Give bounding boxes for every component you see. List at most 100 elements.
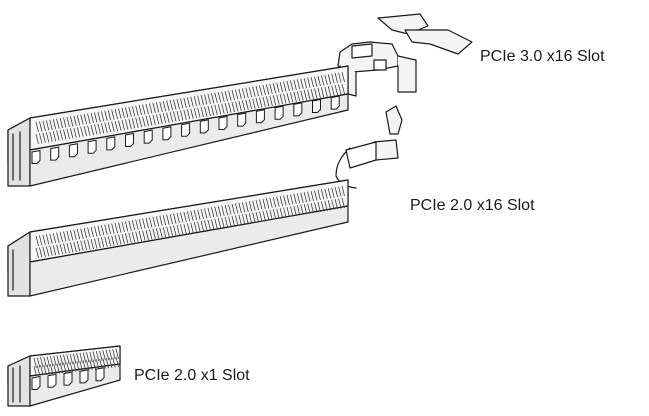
- pcie3-x16-contact: [159, 113, 163, 124]
- pcie3-x16-contact: [248, 99, 253, 110]
- pcie3-x16-contact: [83, 114, 88, 125]
- pcie2-x16-contact: [180, 224, 184, 235]
- pcie2-x16-contact: [49, 245, 53, 256]
- pcie3-x16-contact: [142, 116, 146, 127]
- pcie3-x16-contact: [87, 113, 91, 124]
- pcie2-x16-contact: [262, 210, 266, 222]
- pcie3-x16-contact: [111, 109, 115, 120]
- pcie3-x16-contact: [111, 121, 115, 132]
- pcie2-x16-contact: [142, 218, 146, 229]
- pcie3-x16-contact: [338, 84, 342, 95]
- pcie2-x16-contact: [94, 238, 98, 249]
- pcie3-x16-contact: [290, 92, 294, 103]
- pcie2-x1-contact: [43, 364, 47, 376]
- pcie2-x16-contact: [314, 202, 318, 213]
- pcie3-x16-contact: [104, 122, 108, 133]
- pcie3-x16-contact: [131, 106, 136, 117]
- pcie2-x16-contact: [324, 188, 328, 199]
- pcie2-x16-contact: [248, 213, 253, 224]
- pcie2-x16-contact: [159, 215, 163, 226]
- pcie2-x16-contact: [173, 213, 177, 224]
- pcie2-x16-contact: [300, 192, 304, 203]
- pcie2-x16-contact: [149, 229, 153, 240]
- pcie2-x16-contact: [317, 201, 321, 213]
- pcie2-x16-contact: [214, 206, 218, 217]
- pcie2-x16-contact: [128, 232, 132, 243]
- pcie3-x16-pin-block: [87, 139, 97, 154]
- pcie2-x16-contact: [190, 222, 194, 233]
- pcie3-x16-contact: [338, 72, 342, 83]
- pcie2-x16-contact: [42, 234, 46, 245]
- pcie2-x1-contact: [66, 362, 70, 373]
- pcie2-x16-contact: [111, 223, 115, 234]
- pcie2-x16-contact: [265, 198, 270, 209]
- pcie2-x1-contact: [33, 365, 37, 377]
- pcie2-x1-contact: [92, 359, 96, 370]
- pcie3-x16-pin-blocks: [31, 95, 340, 164]
- pcie3-x16-contact: [248, 87, 253, 98]
- pcie2-x16-contact: [152, 228, 156, 239]
- pcie2-x1-contact: [82, 360, 87, 371]
- pcie2-x16-contact: [248, 201, 253, 212]
- pcie2-x16-contact: [320, 201, 325, 212]
- pcie3-x16-contact: [159, 101, 163, 112]
- pcie2-x1-contact: [115, 348, 119, 360]
- pcie2-x16-contact: [331, 187, 335, 198]
- pcie2-x16-contact: [69, 242, 74, 253]
- pcie2-x16-contact: [341, 197, 345, 209]
- pcie3-x16-contact: [87, 125, 91, 136]
- pcie3-x16-contact: [310, 88, 314, 100]
- pcie2-x16-contact: [166, 226, 170, 237]
- pcie3-x16-contact: [114, 108, 118, 120]
- pcie3-x16-contact: [63, 129, 67, 140]
- pcie3-x16-contact: [303, 90, 308, 101]
- pcie2-x1-contact: [36, 365, 41, 376]
- pcie3-x16-contact: [283, 93, 287, 104]
- pcie3-x16-contact: [69, 128, 74, 139]
- pcie2-x16-contact: [327, 200, 332, 211]
- pcie2-x1-contact: [56, 363, 60, 374]
- pcie3-x16-contact: [286, 80, 290, 92]
- pcie2-x16-contact: [279, 208, 284, 219]
- pcie3-x16-contact: [173, 111, 177, 122]
- pcie3-x16-contact: [300, 78, 304, 89]
- pcie2-x16-contact: [118, 222, 122, 233]
- pcie3-x16-contact: [176, 98, 180, 110]
- pcie2-x1-contact: [86, 360, 90, 371]
- pcie3-x16-contact: [39, 133, 43, 144]
- pcie2-x16-contact: [327, 188, 332, 199]
- pcie2-x1-contact: [76, 361, 80, 372]
- pcie3-x16-contact: [293, 91, 297, 102]
- pcie3-x16-contact: [45, 120, 50, 131]
- pcie2-x16-contact: [73, 229, 77, 240]
- pcie3-x16-contact: [166, 100, 170, 111]
- pcie3-x16-contact: [214, 92, 218, 103]
- pcie3-x16-contact: [107, 122, 112, 133]
- pcie2-x1-contact: [102, 358, 106, 369]
- pcie3-x16-contact: [252, 86, 256, 97]
- pcie2-x1-contact: [99, 358, 103, 369]
- pcie2-x16-contact: [155, 216, 160, 227]
- pcie3-x16-contact: [190, 108, 194, 119]
- pcie3-x16-contact: [235, 89, 239, 100]
- pcie3-x16-contact: [314, 88, 318, 99]
- pcie3-x16-contact: [296, 79, 301, 90]
- pcie3-x16-contact: [224, 91, 228, 102]
- pcie2-x16-contact: [45, 234, 50, 245]
- pcie2-x16-contact: [217, 206, 222, 217]
- pcie3-x16-contact: [252, 98, 256, 109]
- pcie3-x16-contact: [327, 74, 332, 85]
- pcie3-x16-contact: [69, 116, 74, 127]
- pcie3-x16-contact: [320, 87, 325, 98]
- pcie2-x16-contact: [255, 199, 259, 211]
- pcie2-x16-contact: [107, 236, 112, 247]
- pcie3-x16-contact: [238, 88, 242, 99]
- pcie2-x16-contact: [135, 219, 139, 230]
- pcie2-x16-contact: [286, 206, 290, 218]
- pcie2-x16-contact: [152, 216, 156, 227]
- pcie3-x16-contact: [100, 123, 105, 134]
- pcie3-x16-contact: [279, 82, 284, 93]
- pcie3-x16-contact: [169, 111, 173, 123]
- pcie2-x1-contact: [109, 349, 113, 360]
